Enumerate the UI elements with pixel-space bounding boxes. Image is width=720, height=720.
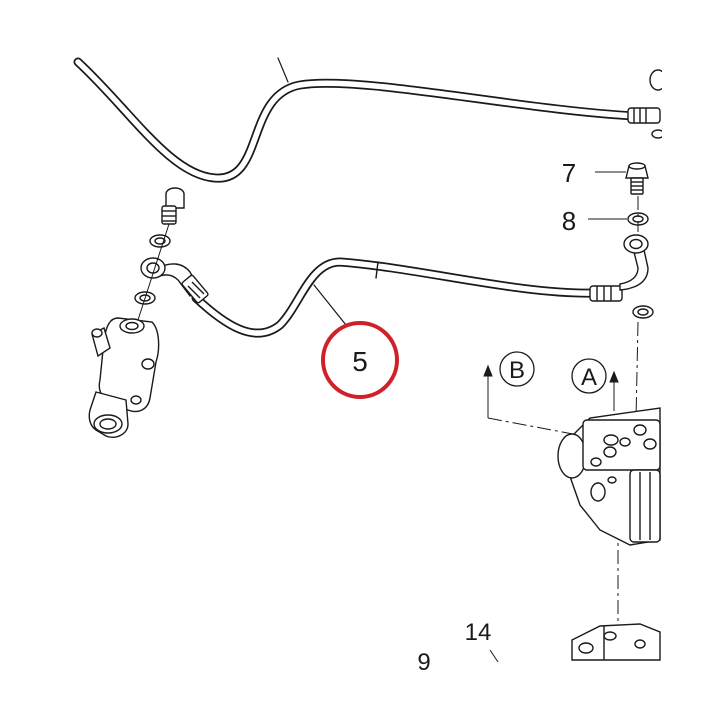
arrow-label-a: A (571, 358, 607, 394)
callout-5: 5 (352, 346, 368, 377)
highlighted-callout-5[interactable]: 5 (321, 321, 399, 399)
flow-arrow-a (609, 370, 619, 408)
right-hose-fitting (589, 234, 649, 302)
left-banjo-fitting (140, 257, 209, 304)
callout-7: 7 (562, 158, 576, 188)
callout-14: 14 (465, 619, 492, 646)
upper-hose-fitting (627, 69, 667, 139)
mounting-bracket (571, 623, 661, 661)
copper-washer-8 (627, 212, 649, 226)
leader-14 (489, 649, 499, 663)
left-upper-washer (149, 234, 171, 248)
banjo-bolt-7 (625, 162, 649, 195)
rear-brake-hose (191, 257, 601, 338)
crop-mask-right (662, 60, 720, 670)
left-assembly-axis (137, 223, 170, 321)
flow-arrow-b (483, 364, 493, 418)
rear-master-cylinder (88, 317, 160, 438)
highlight-ring (321, 321, 399, 399)
crop-mask-bottom (0, 662, 720, 720)
arrow-label-b-text: B (509, 357, 525, 384)
arrow-label-b: B (499, 351, 535, 387)
lower-right-washer (632, 305, 654, 319)
abs-modulator (557, 407, 661, 546)
callout-8: 8 (562, 206, 576, 236)
arrow-label-a-text: A (581, 364, 597, 391)
left-banjo-bolt (161, 187, 185, 225)
callout-9-partial: 9 (417, 649, 430, 676)
upper-brake-hose (73, 57, 640, 183)
